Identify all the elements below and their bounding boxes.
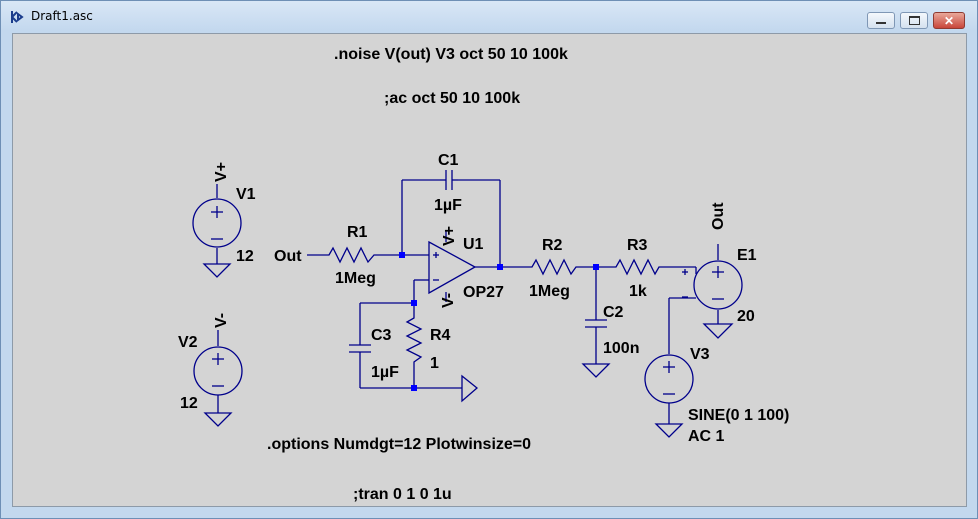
close-button[interactable]: ✕ xyxy=(933,12,965,29)
r2-resistor[interactable] xyxy=(527,258,579,276)
c1-name: C1 xyxy=(438,152,459,169)
c3-value: 1µF xyxy=(371,364,399,381)
v2-name: V2 xyxy=(178,334,198,351)
e1-name: E1 xyxy=(737,247,757,264)
ground-symbol xyxy=(461,374,479,403)
v2-net-label: V- xyxy=(213,313,230,328)
c2-name: C2 xyxy=(603,304,624,321)
e1-source[interactable] xyxy=(682,260,743,339)
r4-resistor[interactable] xyxy=(405,312,423,378)
r3-resistor[interactable] xyxy=(612,258,661,276)
r2-value: 1Meg xyxy=(529,283,570,300)
title-bar[interactable]: Draft1.asc ✕ xyxy=(1,1,977,31)
r4-value: 1 xyxy=(430,355,439,372)
junction-dot xyxy=(411,385,417,391)
minimize-button[interactable] xyxy=(867,12,895,29)
schematic-canvas[interactable]: .noise V(out) V3 oct 50 10 100k ;ac oct … xyxy=(12,33,967,507)
c3-capacitor[interactable] xyxy=(349,344,371,359)
close-icon: ✕ xyxy=(943,13,955,28)
junctions xyxy=(399,252,599,391)
e1-net-label: Out xyxy=(710,202,727,230)
v3-source[interactable] xyxy=(644,354,694,438)
schematic[interactable]: .noise V(out) V3 oct 50 10 100k ;ac oct … xyxy=(13,34,966,506)
v1-name: V1 xyxy=(236,186,256,203)
r1-value: 1Meg xyxy=(335,270,376,287)
input-net-label: Out xyxy=(274,248,302,265)
restore-button[interactable] xyxy=(900,12,928,29)
tran-directive[interactable]: ;tran 0 1 0 1u xyxy=(353,486,452,503)
u1-opamp[interactable] xyxy=(428,240,477,295)
c1-capacitor[interactable] xyxy=(440,170,458,190)
v1-source[interactable] xyxy=(192,184,242,278)
u1-vminus-label: V- xyxy=(440,293,457,308)
c3-name: C3 xyxy=(371,327,392,344)
minimize-icon xyxy=(876,22,886,24)
v3-value2: AC 1 xyxy=(688,428,725,445)
junction-dot xyxy=(399,252,405,258)
u1-model: OP27 xyxy=(463,284,504,301)
v1-value: 12 xyxy=(236,248,254,265)
noise-directive[interactable]: .noise V(out) V3 oct 50 10 100k xyxy=(334,46,568,63)
ltspice-app-icon xyxy=(11,11,24,23)
r3-name: R3 xyxy=(627,237,648,254)
v2-value: 12 xyxy=(180,395,198,412)
u1-name: U1 xyxy=(463,236,484,253)
r1-name: R1 xyxy=(347,224,368,241)
r4-name: R4 xyxy=(430,327,451,344)
c2-value: 100n xyxy=(603,340,639,357)
v3-name: V3 xyxy=(690,346,710,363)
v1-net-label: V+ xyxy=(213,162,230,182)
ac-directive[interactable]: ;ac oct 50 10 100k xyxy=(384,90,520,107)
c2-capacitor[interactable] xyxy=(581,319,611,378)
junction-dot xyxy=(593,264,599,270)
c1-value: 1µF xyxy=(434,197,462,214)
wires xyxy=(307,179,719,424)
options-directive[interactable]: .options Numdgt=12 Plotwinsize=0 xyxy=(267,436,531,453)
r1-resistor[interactable] xyxy=(324,246,380,264)
junction-dot xyxy=(411,300,417,306)
u1-vplus-label: V+ xyxy=(441,226,458,246)
v2-source[interactable] xyxy=(193,330,243,427)
r3-value: 1k xyxy=(629,283,647,300)
junction-dot xyxy=(497,264,503,270)
v3-value1: SINE(0 1 100) xyxy=(688,407,789,424)
restore-icon xyxy=(908,16,920,25)
e1-value: 20 xyxy=(737,308,755,325)
r2-name: R2 xyxy=(542,237,563,254)
window-title: Draft1.asc xyxy=(31,9,93,23)
